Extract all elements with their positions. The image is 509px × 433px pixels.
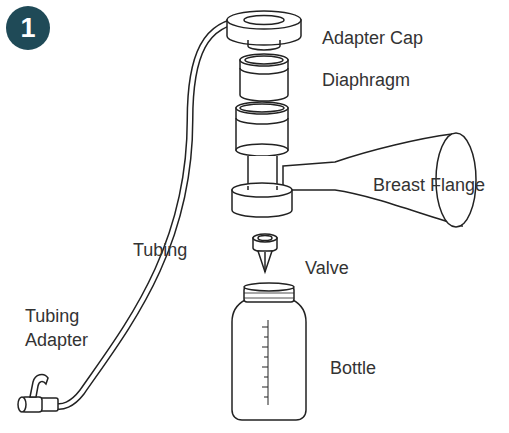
step-number: 1 <box>20 13 35 44</box>
part-label: Tubing <box>133 238 187 262</box>
adapter-cap-drawing <box>227 11 301 50</box>
part-label: Tubing Adapter <box>25 304 105 352</box>
part-label: Adapter Cap <box>322 26 423 50</box>
part-label: Breast Flange <box>373 173 485 197</box>
breast-flange-drawing <box>232 102 476 227</box>
part-label: Valve <box>305 256 349 280</box>
part-label: Diaphragm <box>322 68 410 92</box>
valve-drawing <box>253 234 277 272</box>
tubing-adapter-drawing <box>18 375 58 412</box>
step-badge: 1 <box>6 6 50 50</box>
part-label: Bottle <box>330 356 376 380</box>
diaphragm-drawing <box>240 54 288 101</box>
bottle-drawing <box>232 283 306 420</box>
